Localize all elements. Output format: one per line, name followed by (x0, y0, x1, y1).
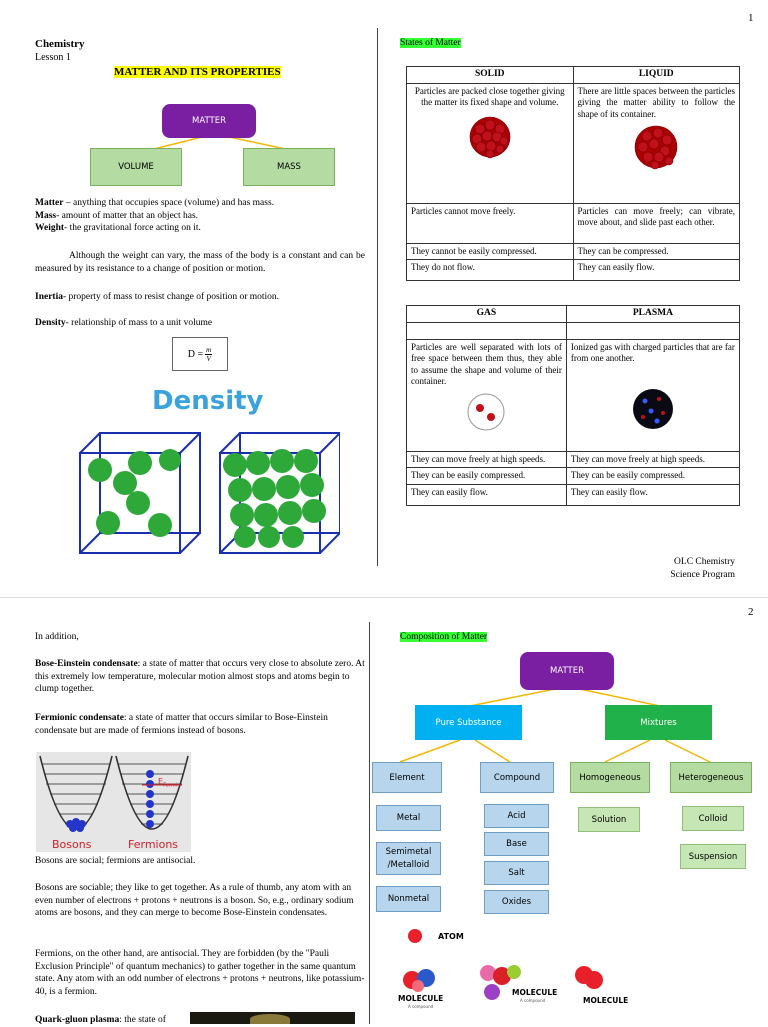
oxides-box: Oxides (484, 890, 549, 914)
matter-box: MATTER (162, 104, 256, 138)
liquid-particles: There are little spaces between the part… (572, 82, 740, 204)
metal-box: Metal (376, 805, 441, 831)
heterogeneous-box: Heterogeneous (670, 762, 752, 793)
acid-box: Acid (484, 804, 549, 828)
bec-definition: Bose-Einstein condensate: a state of mat… (35, 659, 365, 694)
definition-inertia: Inertia- property of mass to resist chan… (35, 292, 280, 302)
column-divider (377, 28, 378, 566)
efermi-label: EFermi (158, 777, 177, 789)
header-liquid: LIQUID (572, 66, 740, 84)
base-box: Base (484, 832, 549, 856)
header-plasma: PLASMA (565, 305, 741, 323)
gas-flow: They can easily flow. (406, 483, 567, 506)
solid-particles-icon (469, 116, 511, 158)
atom-icon (408, 929, 422, 943)
solid-particles: Particles are packed close together givi… (406, 82, 574, 204)
qgp-definition: Quark-gluon plasma: the state of (35, 1015, 166, 1025)
atom-label: ATOM (438, 932, 464, 941)
composition-tree-connectors (399, 687, 711, 763)
molecule-label-2: MOLECULE (512, 988, 558, 997)
fermionic-definition: Fermionic condensate: a state of matter … (35, 713, 328, 736)
gas-particles-icon (467, 393, 505, 430)
page-number-2: 2 (748, 606, 754, 618)
molecule-sub-1: A compound (408, 1004, 434, 1009)
column-divider-2 (369, 622, 370, 1024)
plasma-flow: They can easily flow. (565, 483, 741, 506)
plasma-particles-icon (632, 388, 673, 429)
semimetal-box: Semimetal /Metalloid (376, 842, 441, 875)
molecule-icon-1 (403, 969, 435, 992)
molecule-sub-2: A compound (520, 998, 546, 1003)
gas-plasma-table: GAS PLASMA Particles are well separated … (406, 305, 741, 506)
header-solid: SOLID (406, 66, 574, 84)
liquid-movement: Particles can move freely; can vibrate, … (572, 202, 740, 244)
definition-weight: Weight- the gravitational force acting o… (35, 223, 201, 233)
liquid-compression: They can be compressed. (572, 242, 740, 260)
suspension-box: Suspension (680, 844, 746, 869)
course-name: Chemistry (35, 38, 85, 50)
header-gas: GAS (406, 305, 567, 323)
density-graphic-title: Density (152, 386, 264, 416)
gas-movement: They can move freely at high speeds. (406, 450, 567, 468)
bosons-label: Bosons (52, 838, 92, 851)
composition-matter-box: MATTER (520, 652, 614, 690)
solid-liquid-table: SOLID LIQUID Particles are packed close … (406, 66, 740, 281)
states-heading: States of Matter (400, 38, 461, 48)
plasma-particles: Ionized gas with charged particles that … (565, 338, 741, 452)
intro-text: In addition, (35, 632, 79, 642)
page-separator (0, 597, 768, 598)
solid-flow: They do not flow. (406, 259, 574, 281)
bosons-social-line: Bosons are social; fermions are antisoci… (35, 856, 196, 866)
lesson-label: Lesson 1 (35, 52, 71, 63)
density-cubes-illustration (79, 432, 340, 554)
definition-density: Density- relationship of mass to a unit … (35, 318, 213, 328)
molecule-icon-2 (480, 965, 521, 1000)
composition-heading: Composition of Matter (400, 632, 488, 642)
qgp-image (190, 1012, 355, 1024)
solid-compression: They cannot be easily compressed. (406, 242, 574, 260)
nonmetal-box: Nonmetal (376, 886, 441, 912)
definition-matter: Matter – anything that occupies space (v… (35, 198, 275, 208)
mixtures-box: Mixtures (605, 705, 712, 740)
molecule-label-3: MOLECULE (583, 996, 629, 1005)
bosons-paragraph: Bosons are sociable; they like to get to… (35, 883, 354, 918)
pure-substance-box: Pure Substance (415, 705, 522, 740)
weight-paragraph: Although the weight can vary, the mass o… (35, 251, 365, 274)
fermions-paragraph: Fermions, on the other hand, are antisoc… (35, 949, 365, 997)
density-formula: D = m V (172, 337, 228, 371)
fermions-label: Fermions (128, 838, 179, 851)
molecule-label-1: MOLECULE (398, 994, 444, 1003)
page-title: MATTER AND ITS PROPERTIES (114, 66, 281, 78)
definition-mass: Mass- amount of matter that an object ha… (35, 210, 199, 221)
liquid-particles-icon (634, 125, 678, 170)
bosons-fermions-illustration: EFermi Bosons Fermions (36, 752, 191, 852)
homogeneous-box: Homogeneous (570, 762, 650, 793)
element-box: Element (372, 762, 442, 793)
footer: OLC Chemistry Science Program (670, 557, 735, 580)
salt-box: Salt (484, 861, 549, 885)
volume-box: VOLUME (90, 148, 182, 186)
compound-box: Compound (480, 762, 554, 793)
gas-compression: They can be easily compressed. (406, 467, 567, 485)
molecule-icon-3 (575, 966, 603, 989)
plasma-compression: They can be easily compressed. (565, 467, 741, 485)
page-number: 1 (748, 12, 754, 24)
mass-box: MASS (243, 148, 335, 186)
solid-movement: Particles cannot move freely. (406, 202, 574, 244)
gas-particles: Particles are well separated with lots o… (406, 338, 567, 452)
plasma-movement: They can move freely at high speeds. (565, 450, 741, 468)
colloid-box: Colloid (682, 806, 744, 831)
solution-box: Solution (578, 807, 640, 832)
liquid-flow: They can easily flow. (572, 259, 740, 281)
